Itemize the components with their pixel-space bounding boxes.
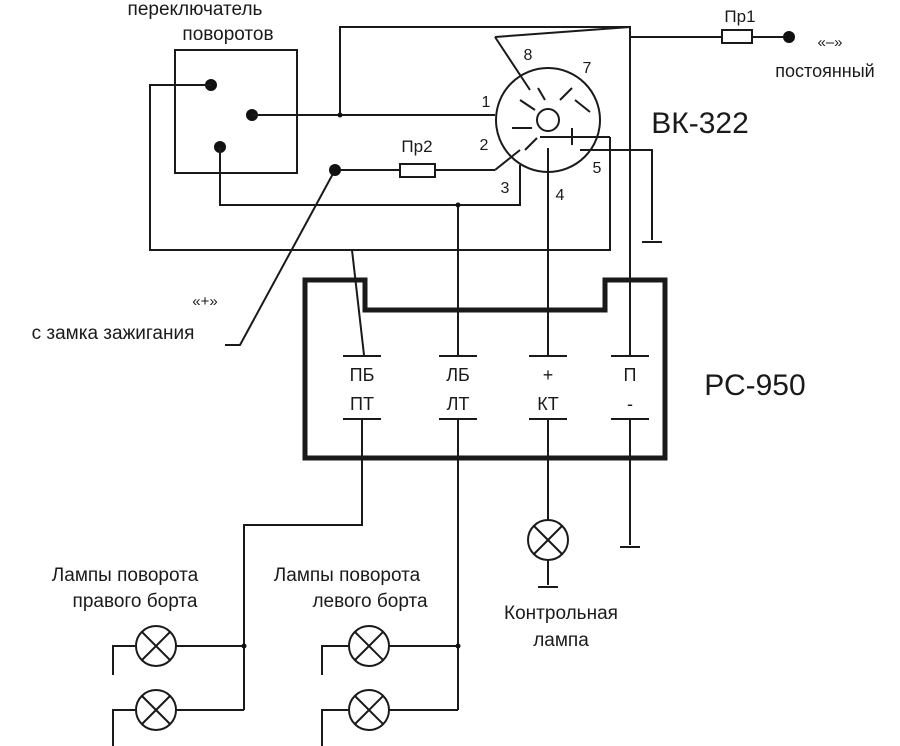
left-turn-lamps: Лампы поворота левого борта bbox=[274, 565, 428, 731]
junction-dot-3 bbox=[241, 643, 247, 649]
wires bbox=[112, 26, 788, 746]
vk322-blade-8 bbox=[537, 87, 546, 101]
constant-minus-sign: «–» bbox=[817, 34, 842, 51]
vk322-blade-3 bbox=[524, 137, 538, 151]
vk322-center bbox=[536, 108, 560, 132]
turn-switch-label-line2: поворотов bbox=[182, 24, 273, 45]
control-lamp-label-line1: Контрольная bbox=[504, 603, 618, 624]
fuse-pr2-label: Пр2 bbox=[401, 137, 432, 156]
left-lamp-2 bbox=[348, 689, 390, 731]
wire-switch-top-loop bbox=[149, 84, 352, 251]
constant-minus-terminal bbox=[783, 31, 795, 43]
control-lamp-label-line2: лампа bbox=[533, 630, 589, 651]
vk322-pin-3: 3 bbox=[501, 180, 510, 197]
constant-minus-label: постоянный bbox=[775, 61, 874, 81]
left-lamps-label-line2: левого борта bbox=[312, 591, 428, 612]
ground-right-lamp2 bbox=[112, 709, 135, 746]
vk322-pin-8: 8 bbox=[524, 47, 533, 64]
terminal-lb-label: ЛБ bbox=[446, 365, 470, 385]
ignition-label: с замка зажигания bbox=[32, 323, 195, 344]
turn-switch-body bbox=[174, 49, 298, 174]
vk322-switch: 1 2 3 4 5 7 8 ВК-322 bbox=[480, 47, 749, 204]
wire-switch-bottom bbox=[219, 147, 458, 206]
terminal-minus-label: - bbox=[627, 394, 633, 414]
vk322-pin-2: 2 bbox=[480, 137, 489, 154]
turn-signal-switch: переключатель поворотов bbox=[128, 0, 298, 174]
fuse-pr2 bbox=[399, 163, 436, 178]
fuse-pr1 bbox=[721, 29, 753, 44]
right-lamps-label-line2: правого борта bbox=[73, 591, 198, 612]
right-lamp-1 bbox=[135, 625, 177, 667]
wire-to-pb bbox=[351, 249, 365, 356]
terminal-p-label: П bbox=[624, 365, 637, 385]
junction-dot-2 bbox=[455, 202, 461, 208]
wire-top-bus bbox=[339, 26, 631, 355]
vk322-blade-6 bbox=[574, 99, 591, 113]
terminal-pt-label: ПТ bbox=[350, 394, 374, 414]
terminal-plus-label: + bbox=[543, 365, 554, 385]
turn-switch-label-line1: переключатель bbox=[128, 0, 263, 20]
vk322-body bbox=[495, 67, 601, 173]
ground-right-lamp1 bbox=[112, 645, 135, 675]
wire-pin5-ground bbox=[580, 149, 653, 240]
right-lamp-2 bbox=[135, 689, 177, 731]
rs950-body bbox=[302, 277, 668, 461]
terminal-pb-label: ПБ bbox=[350, 365, 375, 385]
ground-left-lamp2 bbox=[321, 709, 348, 746]
vk322-pin-5: 5 bbox=[593, 160, 602, 177]
vk322-blade-7 bbox=[559, 87, 573, 101]
wire-pt-to-right-lamps bbox=[243, 420, 363, 710]
vk322-pin-1: 1 bbox=[482, 94, 491, 111]
wire-to-pin3 bbox=[458, 165, 521, 206]
wire-top-to-pin8 bbox=[494, 26, 631, 38]
vk322-blade-1 bbox=[519, 99, 536, 111]
vk322-label: ВК-322 bbox=[651, 107, 749, 140]
fuse-pr1-label: Пр1 bbox=[724, 7, 755, 26]
wire-pin8-lead bbox=[494, 36, 531, 91]
left-lamp-1 bbox=[348, 625, 390, 667]
wire-ignition bbox=[225, 169, 400, 346]
vk322-pin-7: 7 bbox=[583, 60, 592, 77]
ignition-plus-sign: «+» bbox=[192, 293, 217, 310]
rs950-relay: РС-950 ПБ ПТ ЛБ ЛТ + КТ П - bbox=[302, 277, 806, 461]
terminal-lt-label: ЛТ bbox=[447, 394, 470, 414]
rs950-label: РС-950 bbox=[704, 369, 805, 402]
ground-left-lamp1 bbox=[321, 645, 348, 675]
right-turn-lamps: Лампы поворота правого борта bbox=[52, 565, 199, 731]
control-lamp: Контрольная лампа bbox=[504, 519, 618, 651]
ignition-terminal bbox=[329, 164, 341, 176]
wire-loop-to-pin1 bbox=[352, 137, 611, 251]
left-lamps-label-line1: Лампы поворота bbox=[274, 565, 421, 586]
junction-dot-1 bbox=[337, 112, 343, 118]
wire-pin2-lead bbox=[494, 149, 521, 171]
right-lamps-label-line1: Лампы поворота bbox=[52, 565, 199, 586]
junction-dot-4 bbox=[455, 643, 461, 649]
terminal-kt-label: КТ bbox=[537, 394, 558, 414]
vk322-pin-4: 4 bbox=[556, 187, 565, 204]
